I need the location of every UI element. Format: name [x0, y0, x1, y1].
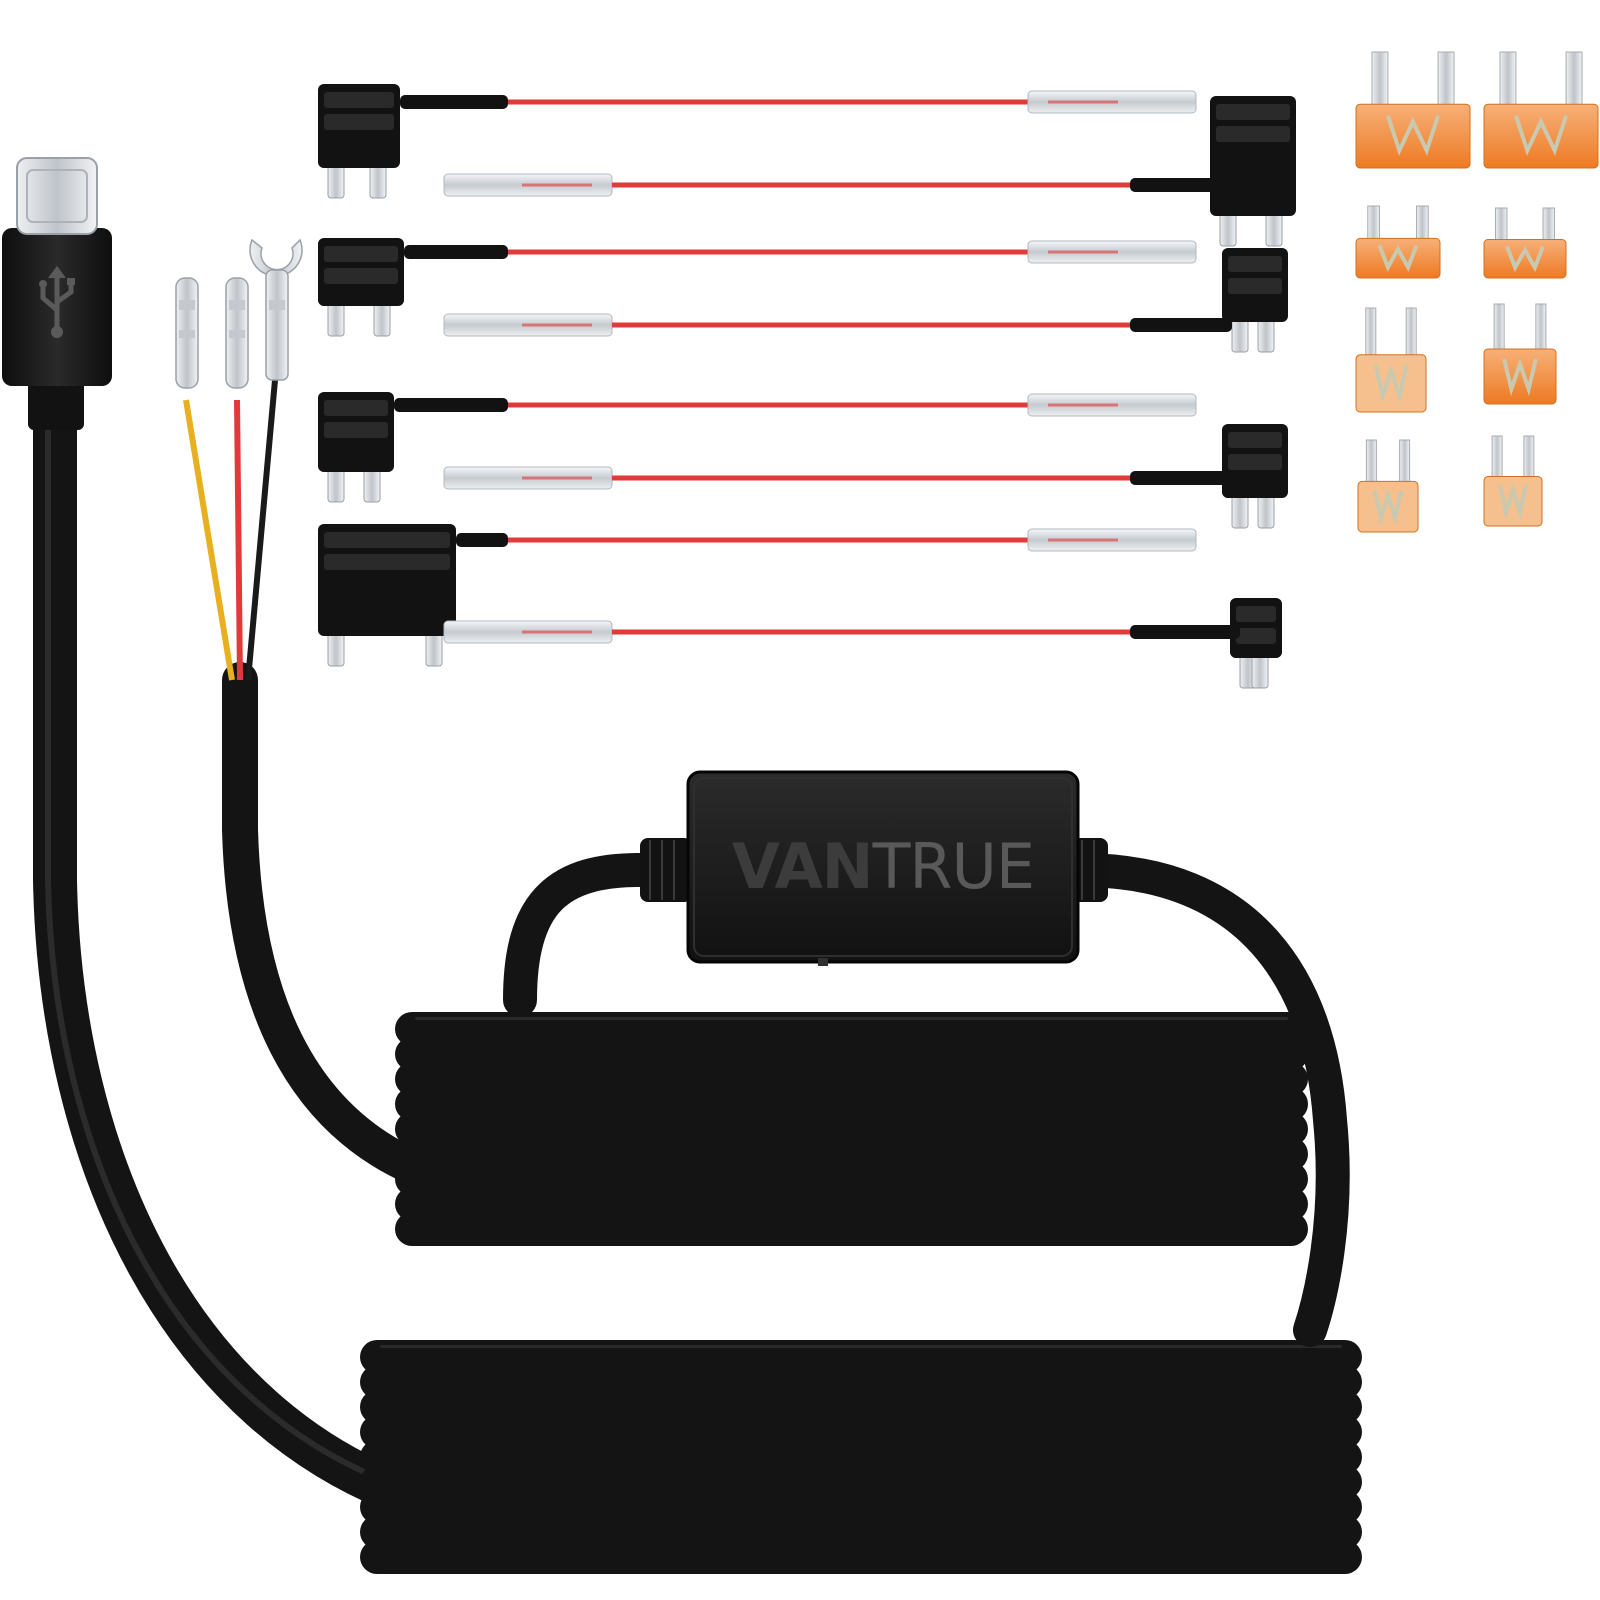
converter-box: VANTRUE	[503, 770, 1350, 1347]
fuse-tap-lead	[443, 173, 1220, 197]
usb-icon	[39, 266, 75, 338]
blade-fuse	[1357, 439, 1419, 533]
fuse-tap-lead	[400, 90, 1197, 114]
fuse-holder	[318, 84, 400, 199]
fuse-taps	[318, 84, 1296, 689]
fuse-tap-lead	[456, 528, 1197, 552]
fuse-tap-lead	[443, 620, 1240, 644]
upper-cable-coil	[395, 1012, 1308, 1246]
fuse-holder	[1210, 96, 1296, 247]
fuse-tap-lead	[443, 313, 1232, 337]
fuse-holder	[1222, 248, 1288, 353]
blade-fuse	[1483, 207, 1567, 279]
fork-terminal	[249, 238, 303, 381]
brand-logo: VANTRUE	[732, 830, 1034, 903]
fuse-holder	[318, 238, 404, 337]
coil-loop	[360, 1340, 1362, 1374]
loose-fuses	[1355, 51, 1599, 533]
yellow-wire	[183, 399, 235, 681]
blade-fuse	[1483, 51, 1599, 169]
fuse-tap-lead	[443, 466, 1232, 490]
usb-c-metal-tip	[16, 157, 98, 235]
bullet-connector-yellow	[175, 277, 199, 389]
fuse-holder	[1230, 598, 1282, 689]
bullet-connector-red	[225, 277, 249, 389]
fuse-holder	[1222, 424, 1288, 529]
blade-fuse	[1483, 435, 1543, 527]
coil-loop	[395, 1012, 1308, 1046]
red-wire	[234, 399, 243, 681]
fuse-tap-lead	[404, 240, 1197, 264]
blade-fuse	[1355, 205, 1441, 279]
fuse-holder	[318, 524, 456, 667]
converter-box-body	[686, 770, 1080, 964]
blade-fuse	[1483, 303, 1557, 405]
fuse-tap-lead	[394, 393, 1197, 417]
blade-fuse	[1355, 51, 1471, 169]
lower-cable-coil	[360, 1340, 1362, 1574]
blade-fuse	[1355, 307, 1427, 413]
black-wire	[245, 379, 278, 681]
fuse-holder	[318, 392, 394, 503]
